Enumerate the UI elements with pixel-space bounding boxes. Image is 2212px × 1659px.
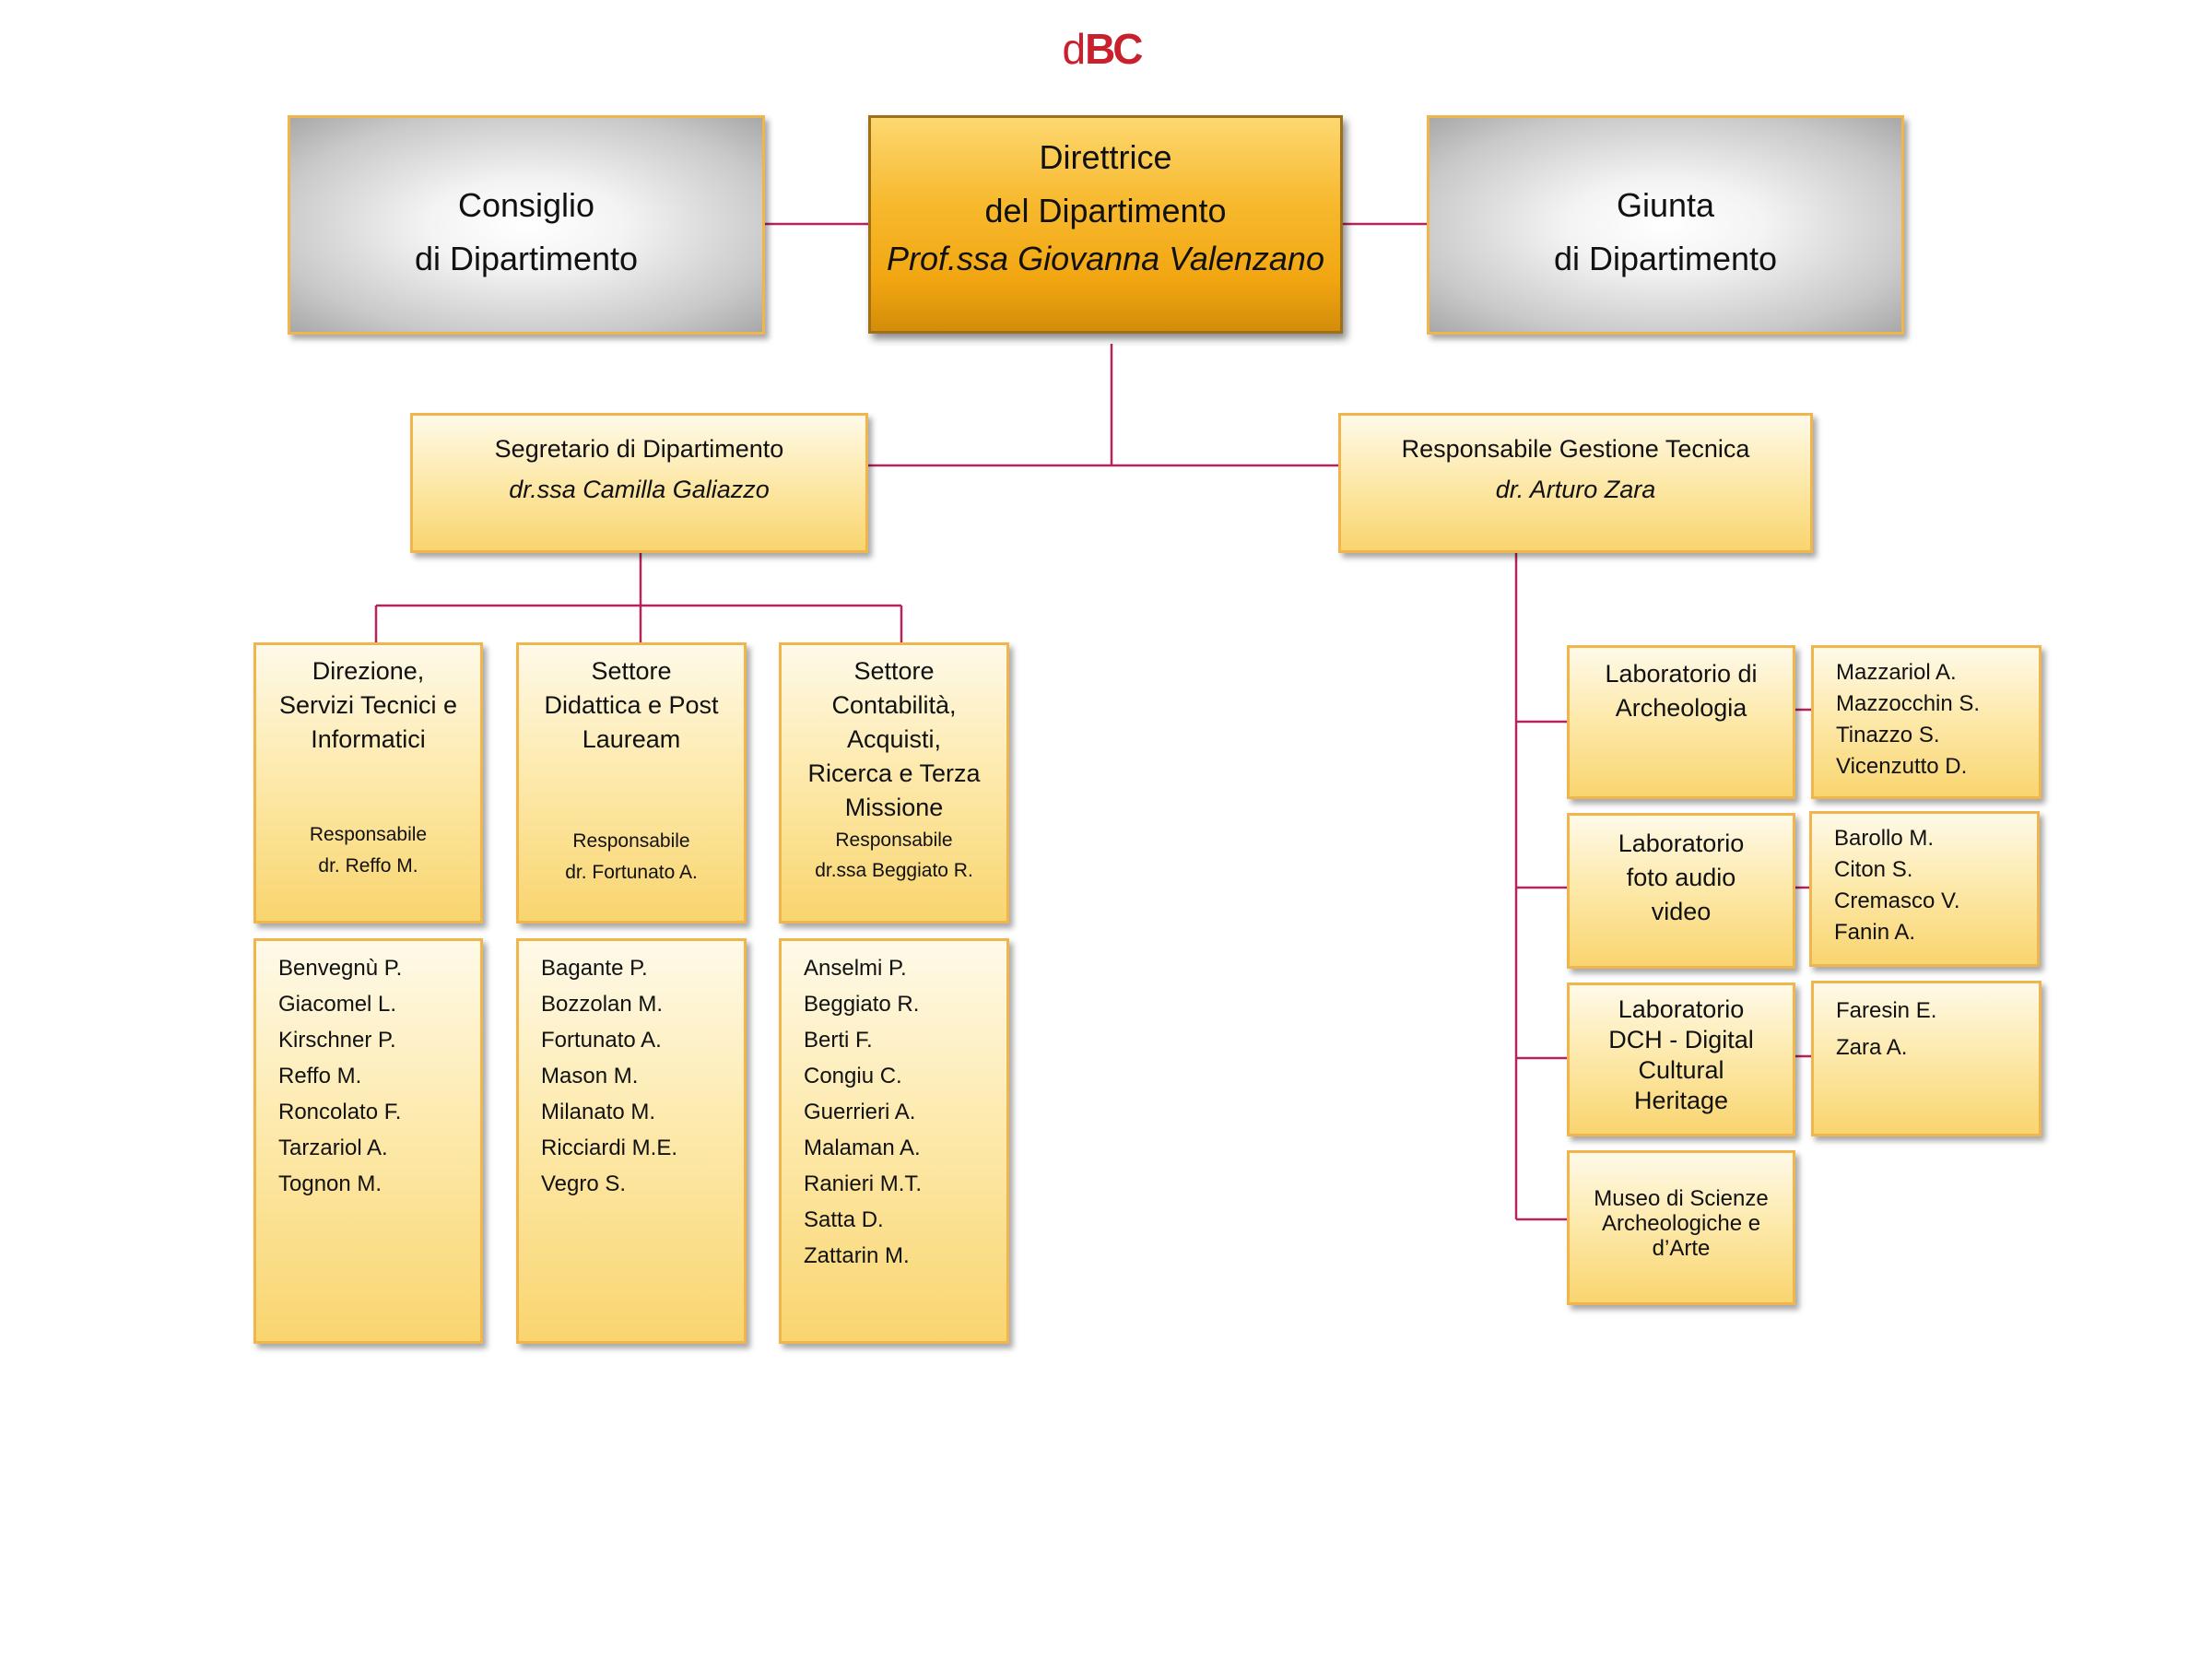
sector-box-direzione: Direzione, Servizi Tecnici e Informatici… xyxy=(253,642,483,924)
sector-title-line: Contabilità, xyxy=(831,691,957,719)
sector-box-contabilita: Settore Contabilità, Acquisti, Ricerca e… xyxy=(779,642,1009,924)
list-item: Fanin A. xyxy=(1834,920,1916,945)
secretary-name: dr.ssa Camilla Galiazzo xyxy=(509,476,770,503)
sector-title-line: Informatici xyxy=(311,725,426,753)
sector-title-line: Ricerca e Terza xyxy=(807,759,981,787)
sector-members-direzione: Benvegnù P. Giacomel L. Kirschner P. Ref… xyxy=(253,938,483,1344)
lab-title-line: Laboratorio xyxy=(1618,830,1745,857)
sector-members-contabilita: Anselmi P. Beggiato R. Berti F. Congiu C… xyxy=(779,938,1009,1344)
sector-title-line: Lauream xyxy=(582,725,681,753)
list-item: Bagante P. xyxy=(541,956,648,981)
list-item: Beggiato R. xyxy=(804,992,920,1017)
lab-box-foto-audio-video: Laboratorio foto audio video xyxy=(1567,813,1795,969)
list-item: Tinazzo S. xyxy=(1836,723,1940,747)
list-item: Vicenzutto D. xyxy=(1836,754,1968,779)
secretary-box: Segretario di Dipartimento dr.ssa Camill… xyxy=(410,413,868,553)
lab-title-line: video xyxy=(1651,898,1712,925)
list-item: Tognon M. xyxy=(278,1171,382,1196)
list-item: Giacomel L. xyxy=(278,992,397,1017)
list-item: Citon S. xyxy=(1834,857,1913,882)
museum-title-line: Museo di Scienze xyxy=(1594,1186,1769,1211)
lab-members-dch: Faresin E. Zara A. xyxy=(1811,981,2041,1136)
list-item: Vegro S. xyxy=(541,1171,627,1196)
list-item: Zattarin M. xyxy=(804,1243,910,1268)
dbc-logo: dBC xyxy=(1062,25,1143,73)
sector-title-line: Missione xyxy=(844,794,944,821)
list-item: Fortunato A. xyxy=(541,1028,662,1053)
sector-title-line: Acquisti, xyxy=(846,725,942,753)
museum-title-line: Archeologiche e xyxy=(1601,1211,1761,1236)
museum-box: Museo di Scienze Archeologiche e d’Arte xyxy=(1567,1150,1795,1305)
list-item: Malaman A. xyxy=(804,1135,921,1160)
lab-title-line: Heritage xyxy=(1633,1087,1729,1114)
sector-resp-name: dr. Reffo M. xyxy=(318,855,418,877)
list-item: Mazzariol A. xyxy=(1836,660,1957,685)
council-line2: di Dipartimento xyxy=(414,240,639,277)
list-item: Milanato M. xyxy=(541,1100,656,1124)
board-line1: Giunta xyxy=(1616,186,1715,224)
board-line2: di Dipartimento xyxy=(1553,240,1778,277)
list-item: Ricciardi M.E. xyxy=(541,1135,678,1160)
director-line1: Direttrice xyxy=(1039,138,1172,176)
lab-box-archeologia: Laboratorio di Archeologia xyxy=(1567,645,1795,799)
sector-title-line: Servizi Tecnici e xyxy=(278,691,458,719)
director-box: Direttrice del Dipartimento Prof.ssa Gio… xyxy=(868,115,1343,334)
board-box: Giunta di Dipartimento xyxy=(1427,115,1904,335)
lab-box-dch: Laboratorio DCH - Digital Cultural Herit… xyxy=(1567,982,1795,1136)
list-item: Barollo M. xyxy=(1834,826,1935,851)
council-line1: Consiglio xyxy=(457,186,595,224)
sector-resp-label: Responsabile xyxy=(835,830,953,851)
sector-members-didattica: Bagante P. Bozzolan M. Fortunato A. Maso… xyxy=(516,938,747,1344)
sector-title-line: Didattica e Post xyxy=(544,691,719,719)
sector-resp-label: Responsabile xyxy=(309,824,428,845)
list-item: Anselmi P. xyxy=(804,956,907,981)
lab-title-line: Laboratorio di xyxy=(1605,660,1758,688)
sector-resp-name: dr.ssa Beggiato R. xyxy=(815,860,973,881)
sector-box-didattica: Settore Didattica e Post Lauream Respons… xyxy=(516,642,747,924)
list-item: Mazzocchin S. xyxy=(1836,691,1981,716)
list-item: Bozzolan M. xyxy=(541,992,664,1017)
council-box: Consiglio di Dipartimento xyxy=(288,115,765,335)
list-item: Benvegnù P. xyxy=(278,956,403,981)
lab-title-line: Archeologia xyxy=(1615,694,1747,722)
director-name: Prof.ssa Giovanna Valenzano xyxy=(887,240,1324,277)
list-item: Mason M. xyxy=(541,1064,639,1088)
list-item: Reffo M. xyxy=(278,1064,362,1088)
list-item: Berti F. xyxy=(804,1028,873,1053)
list-item: Tarzariol A. xyxy=(278,1135,388,1160)
secretary-title: Segretario di Dipartimento xyxy=(494,435,784,463)
technical-title: Responsabile Gestione Tecnica xyxy=(1401,435,1750,463)
lab-title-line: foto audio xyxy=(1626,864,1736,891)
list-item: Satta D. xyxy=(804,1207,884,1232)
list-item: Kirschner P. xyxy=(278,1028,396,1053)
sector-resp-label: Responsabile xyxy=(572,830,690,852)
director-line2: del Dipartimento xyxy=(984,192,1227,229)
sector-title-line: Settore xyxy=(591,657,672,685)
list-item: Zara A. xyxy=(1836,1035,1908,1060)
museum-title-line: d’Arte xyxy=(1652,1236,1711,1261)
lab-title-line: Cultural xyxy=(1638,1056,1724,1084)
list-item: Guerrieri A. xyxy=(804,1100,916,1124)
technical-box: Responsabile Gestione Tecnica dr. Arturo… xyxy=(1338,413,1813,553)
technical-name: dr. Arturo Zara xyxy=(1495,476,1656,503)
lab-members-archeologia: Mazzariol A. Mazzocchin S. Tinazzo S. Vi… xyxy=(1811,645,2041,799)
list-item: Cremasco V. xyxy=(1834,888,1960,913)
lab-title-line: Laboratorio xyxy=(1618,995,1745,1023)
list-item: Congiu C. xyxy=(804,1064,902,1088)
list-item: Roncolato F. xyxy=(278,1100,402,1124)
sector-resp-name: dr. Fortunato A. xyxy=(565,862,698,883)
lab-members-foto-audio-video: Barollo M. Citon S. Cremasco V. Fanin A. xyxy=(1809,811,2040,967)
sector-title-line: Settore xyxy=(853,657,935,685)
list-item: Faresin E. xyxy=(1836,998,1937,1023)
sector-title-line: Direzione, xyxy=(312,657,425,685)
lab-title-line: DCH - Digital xyxy=(1608,1026,1754,1053)
list-item: Ranieri M.T. xyxy=(804,1171,923,1196)
